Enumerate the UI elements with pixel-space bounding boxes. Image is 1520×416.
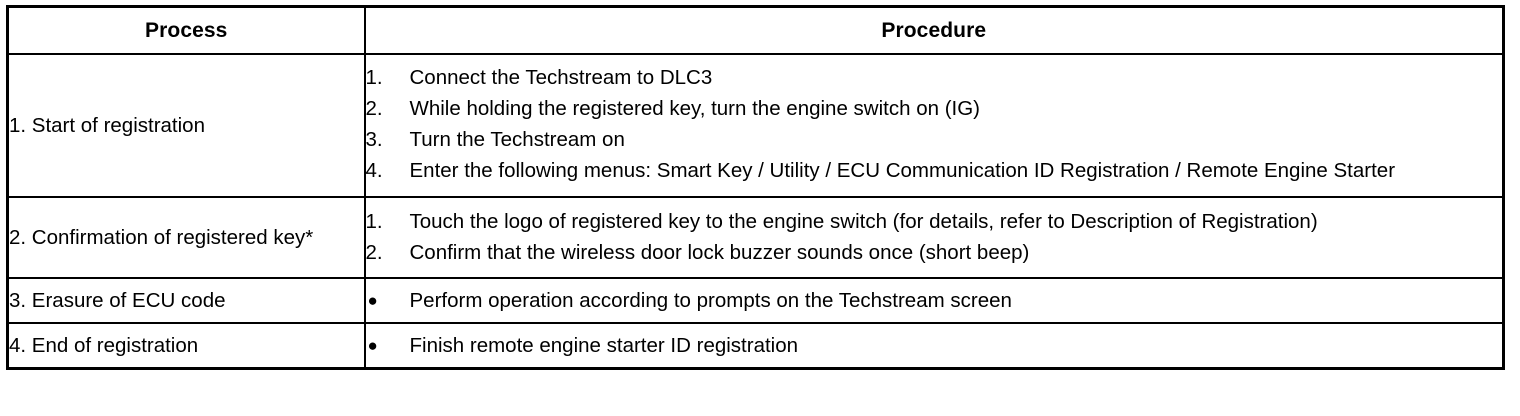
process-label: 4. End of registration — [9, 333, 199, 357]
table-body: 1. Start of registration 1. Connect the … — [6, 53, 1505, 370]
bullet-icon: ● — [367, 335, 378, 355]
registration-procedure-table: Process Procedure 1. Start of registrati… — [6, 5, 1505, 370]
process-cell: 2. Confirmation of registered key* — [6, 196, 366, 279]
header-cell-process: Process — [6, 5, 366, 55]
list-item: 2. Confirm that the wireless door lock b… — [366, 238, 1503, 268]
header-label-procedure: Procedure — [881, 19, 987, 42]
step-marker: 4. — [365, 159, 383, 182]
step-list: 1. Connect the Techstream to DLC3 2. Whi… — [366, 63, 1503, 186]
list-item: 2. While holding the registered key, tur… — [366, 94, 1503, 124]
process-label: 3. Erasure of ECU code — [9, 288, 226, 312]
list-item: ● Finish remote engine starter ID regist… — [366, 331, 1503, 361]
step-text: Perform operation according to prompts o… — [409, 288, 1012, 312]
table-row: 3. Erasure of ECU code ● Perform operati… — [6, 277, 1505, 324]
step-text: Touch the logo of registered key to the … — [409, 210, 1318, 233]
process-label: 2. Confirmation of registered key* — [9, 225, 314, 249]
list-item: 3. Turn the Techstream on — [366, 125, 1503, 155]
list-item: ● Perform operation according to prompts… — [366, 286, 1503, 316]
header-row: Process Procedure — [6, 5, 1505, 55]
process-label: 1. Start of registration — [9, 113, 205, 137]
step-text: Turn the Techstream on — [409, 128, 625, 151]
procedure-cell: 1. Connect the Techstream to DLC3 2. Whi… — [363, 53, 1505, 198]
header-cell-procedure: Procedure — [363, 5, 1505, 55]
step-text: Connect the Techstream to DLC3 — [409, 66, 713, 89]
step-marker: 1. — [365, 66, 383, 89]
table-row: 2. Confirmation of registered key* 1. To… — [6, 196, 1505, 279]
list-item: 1. Touch the logo of registered key to t… — [366, 207, 1503, 237]
procedure-cell: 1. Touch the logo of registered key to t… — [363, 196, 1505, 279]
procedure-cell: ● Finish remote engine starter ID regist… — [363, 322, 1505, 370]
step-text: Enter the following menus: Smart Key / U… — [409, 159, 1396, 182]
procedure-cell: ● Perform operation according to prompts… — [363, 277, 1505, 324]
step-list: 1. Touch the logo of registered key to t… — [366, 207, 1503, 268]
header-label-process: Process — [145, 19, 228, 42]
table-row: 1. Start of registration 1. Connect the … — [6, 53, 1505, 198]
table-header: Process Procedure — [6, 5, 1505, 55]
step-text: While holding the registered key, turn t… — [409, 97, 981, 120]
step-list: ● Finish remote engine starter ID regist… — [366, 331, 1503, 361]
list-item: 4. Enter the following menus: Smart Key … — [366, 156, 1503, 186]
process-cell: 3. Erasure of ECU code — [6, 277, 366, 324]
step-text: Finish remote engine starter ID registra… — [409, 333, 799, 357]
table-row: 4. End of registration ● Finish remote e… — [6, 322, 1505, 370]
step-marker: 3. — [365, 128, 383, 151]
step-marker: 2. — [365, 97, 383, 120]
step-text: Confirm that the wireless door lock buzz… — [409, 241, 1030, 264]
list-item: 1. Connect the Techstream to DLC3 — [366, 63, 1503, 93]
step-list: ● Perform operation according to prompts… — [366, 286, 1503, 316]
process-cell: 4. End of registration — [6, 322, 366, 370]
step-marker: 1. — [365, 210, 383, 233]
bullet-icon: ● — [367, 290, 378, 310]
process-cell: 1. Start of registration — [6, 53, 366, 198]
step-marker: 2. — [365, 241, 383, 264]
